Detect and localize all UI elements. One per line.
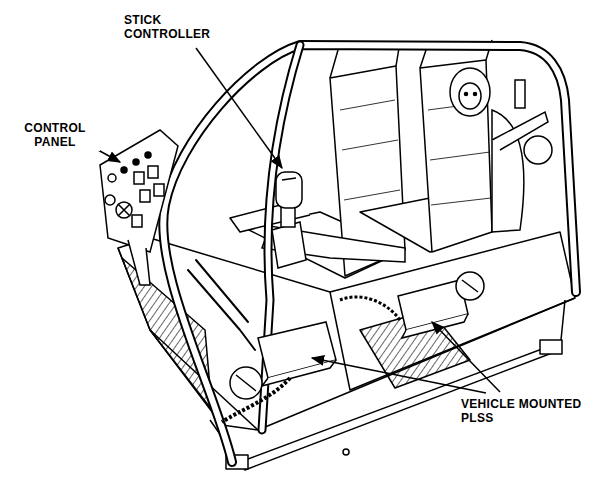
control-panel bbox=[100, 130, 178, 285]
part-label: STICK CONTROLLER bbox=[122, 12, 230, 43]
part-label: CONTROL PANEL bbox=[10, 120, 100, 151]
part-label: VEHICLE MOUNTED PLSS bbox=[459, 396, 597, 427]
stick-controller bbox=[272, 172, 306, 268]
vehicle-plss bbox=[222, 272, 484, 422]
astronaut-figure bbox=[262, 68, 552, 262]
leader-lines bbox=[98, 48, 500, 393]
